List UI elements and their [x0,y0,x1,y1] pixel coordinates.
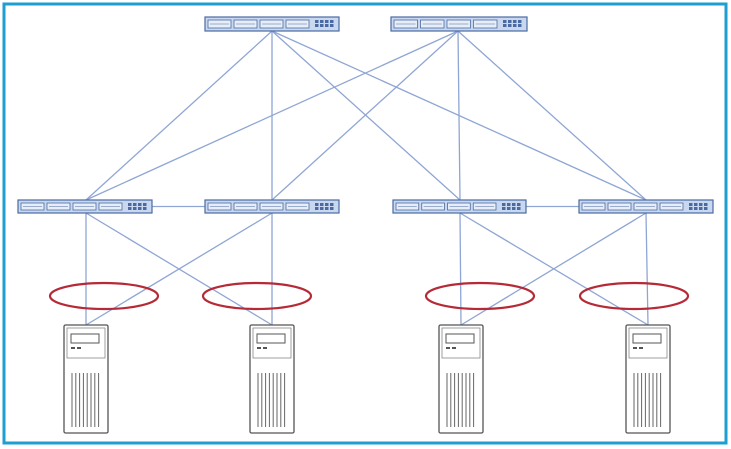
leaf-switch-1-port-led [138,207,142,210]
leaf-switch-4 [578,199,714,214]
link-leaf-4-server-3 [460,212,647,326]
server-1-led [77,347,81,349]
link-spine-1-leaf-3 [271,30,461,201]
leaf-switch-2-port-led [325,207,329,210]
server-2-top-panel [252,327,292,359]
leaf-switch-4-port-led [704,207,708,210]
spine-switch-1-port-led [320,24,324,27]
server-2-chassis [249,324,295,434]
spine-switch-2-port-led [508,20,512,23]
link-spine-1-leaf-1 [85,30,273,201]
spine-switch-2-port-led [513,24,517,27]
leaf-switch-4-port-led [699,203,703,206]
leaf-switch-3 [392,199,527,214]
server-3 [438,324,484,434]
leaf-switch-4-port-led [704,203,708,206]
bond-ring-2 [201,281,313,311]
link-leaf-4-server-4 [645,212,649,326]
server-4-drive-bay [632,333,662,344]
server-2-led [263,347,267,349]
server-3-led [446,347,450,349]
leaf-switch-3-port-led [507,207,511,210]
server-4-top-panel [628,327,668,359]
server-4-led [633,347,637,349]
leaf-switch-3-port-led [512,207,516,210]
leaf-switch-3-port-led [502,207,506,210]
leaf-switch-2 [204,199,340,214]
bond-ring-1 [48,281,160,311]
link-leaf-3-server-3 [459,212,462,326]
leaf-switch-2-port-led [325,203,329,206]
leaf-switch-1 [17,199,153,214]
spine-switch-2-port-led [503,20,507,23]
spine-switch-1-port-led [325,24,329,27]
link-spine-2-leaf-4 [457,30,647,201]
server-2 [249,324,295,434]
bond-ring-4 [578,281,690,311]
leaf-switch-1-port-led [143,207,147,210]
spine-switch-2-port-led [508,24,512,27]
leaf-switch-1-port-led [138,203,142,206]
server-3-drive-bay [445,333,475,344]
leaf-switch-1-port-led [133,207,137,210]
leaf-switch-3-port-led [502,203,506,206]
leaf-switch-1-port-led [133,203,137,206]
spine-switch-2-port-led [518,24,522,27]
links-group [85,30,649,326]
link-spine-2-leaf-2 [271,30,459,201]
server-4-led [639,347,643,349]
server-1 [63,324,109,434]
leaf-switch-3-port-led [512,203,516,206]
spine-switch-1-port-led [330,20,334,23]
leaf-switch-3-port-led [517,203,521,206]
spine-switch-1 [204,16,340,32]
spine-switch-1-port-led [330,24,334,27]
server-2-drive-bay [256,333,286,344]
bond-ring-3 [424,281,536,311]
server-1-chassis [63,324,109,434]
leaf-switch-2-port-led [320,207,324,210]
spine-switch-1-port-led [315,24,319,27]
spine-switch-2-port-led [513,20,517,23]
server-4-chassis [625,324,671,434]
leaf-switch-2-port-led [330,207,334,210]
leaf-switch-2-port-led [330,203,334,206]
spine-switch-1-port-led [325,20,329,23]
spine-switch-1-port-led [315,20,319,23]
spine-switch-1-port-led [320,20,324,23]
leaf-switch-1-port-led [143,203,147,206]
leaf-switch-3-port-led [507,203,511,206]
spine-switch-2-port-led [503,24,507,27]
leaf-switch-3-port-led [517,207,521,210]
server-3-chassis [438,324,484,434]
leaf-switch-1-port-led [128,207,132,210]
link-spine-2-leaf-1 [85,30,459,201]
server-1-drive-bay [70,333,100,344]
leaf-switch-4-port-led [689,203,693,206]
server-1-led [71,347,75,349]
leaf-switch-4-port-led [699,207,703,210]
server-1-top-panel [66,327,106,359]
server-3-led [452,347,456,349]
server-4 [625,324,671,434]
spine-switch-2 [390,16,528,32]
leaf-switch-2-port-led [320,203,324,206]
spine-switch-2-port-led [518,20,522,23]
diagram-frame [2,2,728,445]
link-spine-2-leaf-3 [457,30,461,201]
leaf-switch-1-port-led [128,203,132,206]
leaf-switch-2-port-led [315,203,319,206]
leaf-switch-4-port-led [694,203,698,206]
server-2-led [257,347,261,349]
link-leaf-2-server-1 [85,212,273,326]
leaf-switch-2-port-led [315,207,319,210]
server-3-top-panel [441,327,481,359]
leaf-switch-4-port-led [694,207,698,210]
leaf-switch-4-port-led [689,207,693,210]
